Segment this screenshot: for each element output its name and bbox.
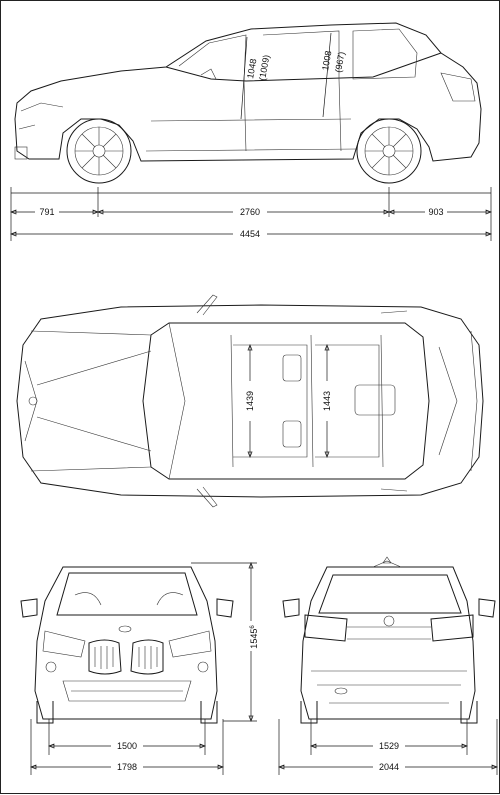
overall-width-label: 1798: [117, 762, 137, 772]
width-with-mirrors-label: 2044: [379, 762, 399, 772]
rear-overhang-label: 903: [428, 207, 443, 217]
wheelbase-label: 2760: [240, 207, 260, 217]
rear-dimension-lines: [278, 719, 498, 775]
track-front-label: 1500: [117, 741, 137, 751]
top-body-outline: [16, 294, 484, 508]
headroom-rear-label: 1008: [320, 50, 333, 71]
overall-height-group: 15456: [249, 625, 259, 649]
overall-length-label: 4454: [240, 229, 260, 239]
top-dimension-lines: [247, 344, 330, 458]
front-overhang-label: 791: [39, 207, 54, 217]
rear-body-outline: [282, 556, 496, 724]
shoulder-room-front-label: 1439: [245, 391, 255, 411]
side-dimension-lines: [10, 187, 492, 241]
front-body-outline: [20, 566, 234, 724]
track-rear-label: 1529: [379, 741, 399, 751]
side-view: 1048 (1009) 1008 (967) 791 2760 903 4454: [10, 22, 492, 241]
side-front-wheel: [66, 118, 132, 184]
front-view: 1500 1798 15456: [20, 562, 259, 775]
side-headroom-markers: 1048 (1009) 1008 (967): [240, 32, 347, 120]
overall-height-label: 15456: [249, 625, 259, 649]
shoulder-room-rear-label: 1443: [322, 391, 332, 411]
headroom-front-alt-label: (1009): [257, 54, 271, 81]
top-view: 1439 1443: [16, 294, 484, 508]
front-dimension-lines: [30, 562, 257, 775]
side-rear-wheel: [356, 118, 422, 184]
headroom-front-label: 1048: [245, 58, 258, 79]
rear-view: 1529 2044: [278, 556, 498, 775]
headroom-rear-alt-label: (967): [333, 51, 346, 73]
side-body-outline: [14, 22, 482, 162]
